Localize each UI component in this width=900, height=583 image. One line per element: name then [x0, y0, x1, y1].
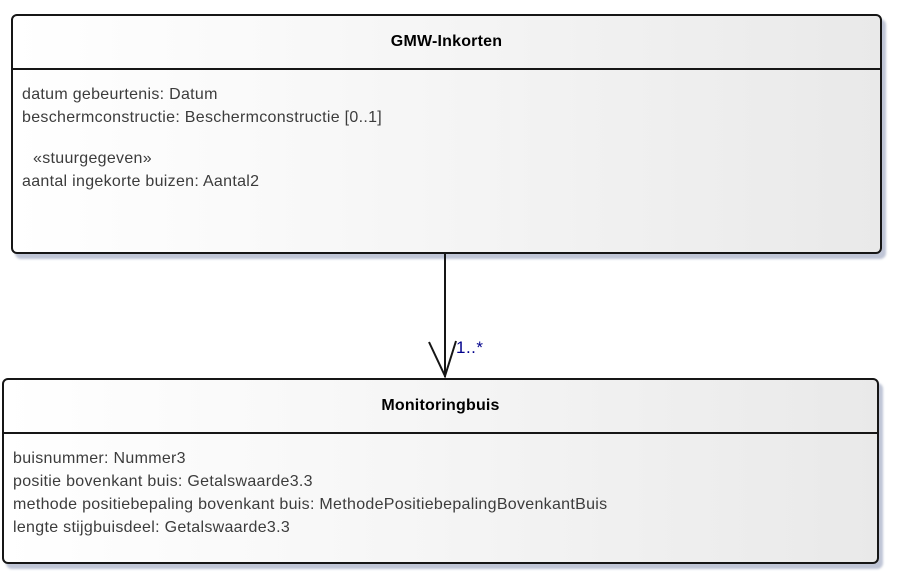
class-box-monitoringbuis[interactable]: Monitoringbuis buisnummer: Nummer3 posit… — [2, 378, 879, 564]
target-multiplicity-label: 1..* — [456, 338, 484, 357]
attribute-lengte-stijgbuisdeel: lengte stijgbuisdeel: Getalswaarde3.3 — [13, 519, 291, 536]
class-title-gmw-inkorten: GMW-Inkorten — [390, 33, 503, 50]
class-attributes-gmw-inkorten: datum gebeurtenis: Datum beschermconstru… — [13, 70, 880, 193]
stereotype-stuurgegeven: «stuurgegeven» — [33, 150, 152, 167]
attribute-buisnummer: buisnummer: Nummer3 — [13, 450, 186, 467]
class-box-gmw-inkorten[interactable]: GMW-Inkorten datum gebeurtenis: Datum be… — [11, 14, 882, 254]
class-title-monitoringbuis: Monitoringbuis — [381, 397, 500, 414]
class-header-gmw-inkorten: GMW-Inkorten — [13, 16, 880, 70]
open-arrowhead-icon — [428, 340, 457, 379]
attribute-methode-positiebepaling: methode positiebepaling bovenkant buis: … — [13, 496, 608, 513]
class-header-monitoringbuis: Monitoringbuis — [4, 380, 877, 434]
attribute-datum-gebeurtenis: datum gebeurtenis: Datum — [22, 86, 218, 103]
attribute-beschermconstructie: beschermconstructie: Beschermconstructie… — [22, 109, 383, 126]
class-attributes-monitoringbuis: buisnummer: Nummer3 positie bovenkant bu… — [4, 434, 877, 539]
attribute-aantal-ingekorte-buizen: aantal ingekorte buizen: Aantal2 — [22, 173, 260, 190]
attribute-positie-bovenkant-buis: positie bovenkant buis: Getalswaarde3.3 — [13, 473, 313, 490]
association-connector[interactable] — [415, 250, 505, 380]
